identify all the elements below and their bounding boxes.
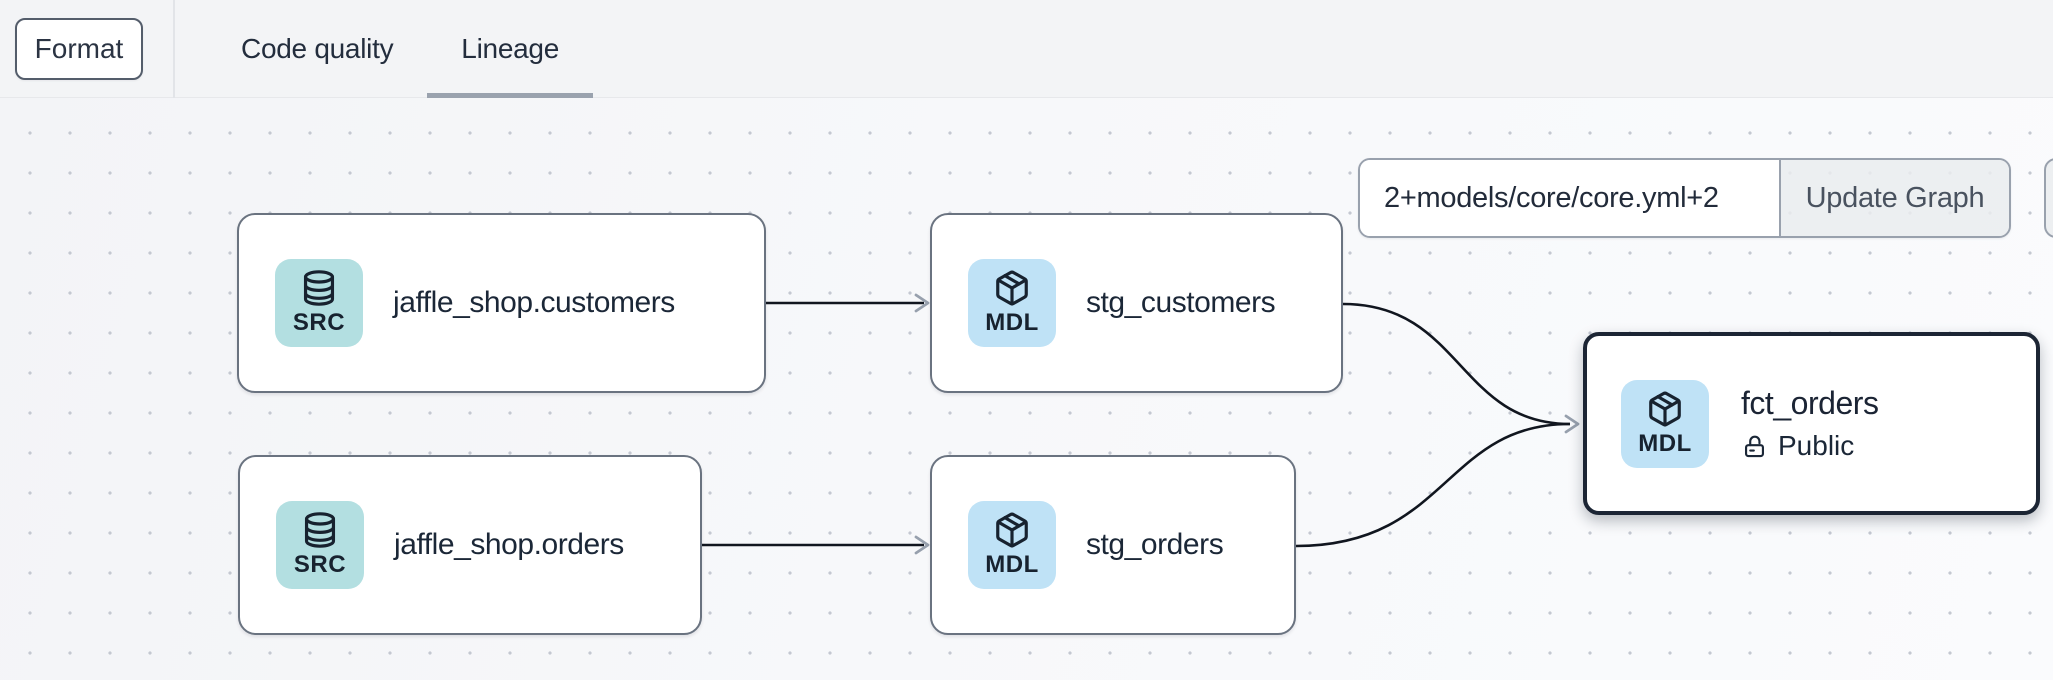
source-type-badge: SRC [275, 259, 363, 347]
node-fct-orders[interactable]: MDL fct_orders Public [1583, 332, 2040, 515]
tab-bar: Code quality Lineage [207, 0, 593, 98]
node-label: jaffle_shop.customers [393, 286, 675, 319]
format-button[interactable]: Format [15, 18, 143, 80]
database-icon [301, 511, 339, 549]
node-label: fct_orders [1741, 385, 1879, 421]
unlock-icon [1741, 433, 1768, 460]
database-icon [300, 269, 338, 307]
arrowhead-icon [914, 535, 930, 555]
model-type-badge: MDL [968, 259, 1056, 347]
lineage-canvas[interactable]: SRC jaffle_shop.customers MDL stg_custom… [0, 98, 2053, 680]
node-stg-customers[interactable]: MDL stg_customers [930, 213, 1343, 393]
node-text: fct_orders Public [1741, 385, 1879, 462]
update-graph-button[interactable]: Update Graph [1779, 160, 2009, 236]
lineage-edges [702, 293, 1580, 555]
node-label: jaffle_shop.orders [394, 528, 624, 561]
badge-label: MDL [985, 309, 1039, 336]
cube-icon [993, 269, 1031, 307]
toolbar-divider [173, 0, 175, 98]
edge-stg-customers-to-fct [1342, 302, 1571, 426]
edge-stg-orders-to-fct [1295, 422, 1571, 548]
badge-label: SRC [292, 309, 346, 336]
arrowhead-icon [914, 293, 930, 313]
badge-label: MDL [1638, 429, 1692, 457]
model-type-badge: MDL [968, 501, 1056, 589]
lineage-selector-input[interactable] [1360, 160, 1779, 236]
tab-lineage-label: Lineage [461, 33, 559, 64]
active-tab-indicator [427, 93, 593, 98]
model-type-badge: MDL [1621, 379, 1709, 468]
node-jaffle-shop-customers[interactable]: SRC jaffle_shop.customers [237, 213, 766, 393]
access-badge: Public [1741, 430, 1878, 462]
clipped-right-button[interactable] [2044, 158, 2053, 238]
tab-lineage[interactable]: Lineage [427, 0, 593, 98]
editor-toolbar: Format Code quality Lineage [0, 0, 2053, 98]
node-jaffle-shop-orders[interactable]: SRC jaffle_shop.orders [238, 455, 702, 635]
cube-icon [993, 511, 1031, 549]
lineage-selector-group: Update Graph [1358, 158, 2011, 238]
node-label: stg_orders [1086, 528, 1224, 561]
cube-icon [1646, 390, 1684, 428]
arrowhead-icon [1564, 414, 1580, 434]
access-label: Public [1778, 430, 1855, 461]
source-type-badge: SRC [276, 501, 364, 589]
node-label: stg_customers [1086, 286, 1276, 319]
badge-label: MDL [985, 551, 1039, 578]
tab-code-quality[interactable]: Code quality [241, 33, 394, 64]
node-stg-orders[interactable]: MDL stg_orders [930, 455, 1296, 635]
badge-label: SRC [293, 551, 347, 578]
